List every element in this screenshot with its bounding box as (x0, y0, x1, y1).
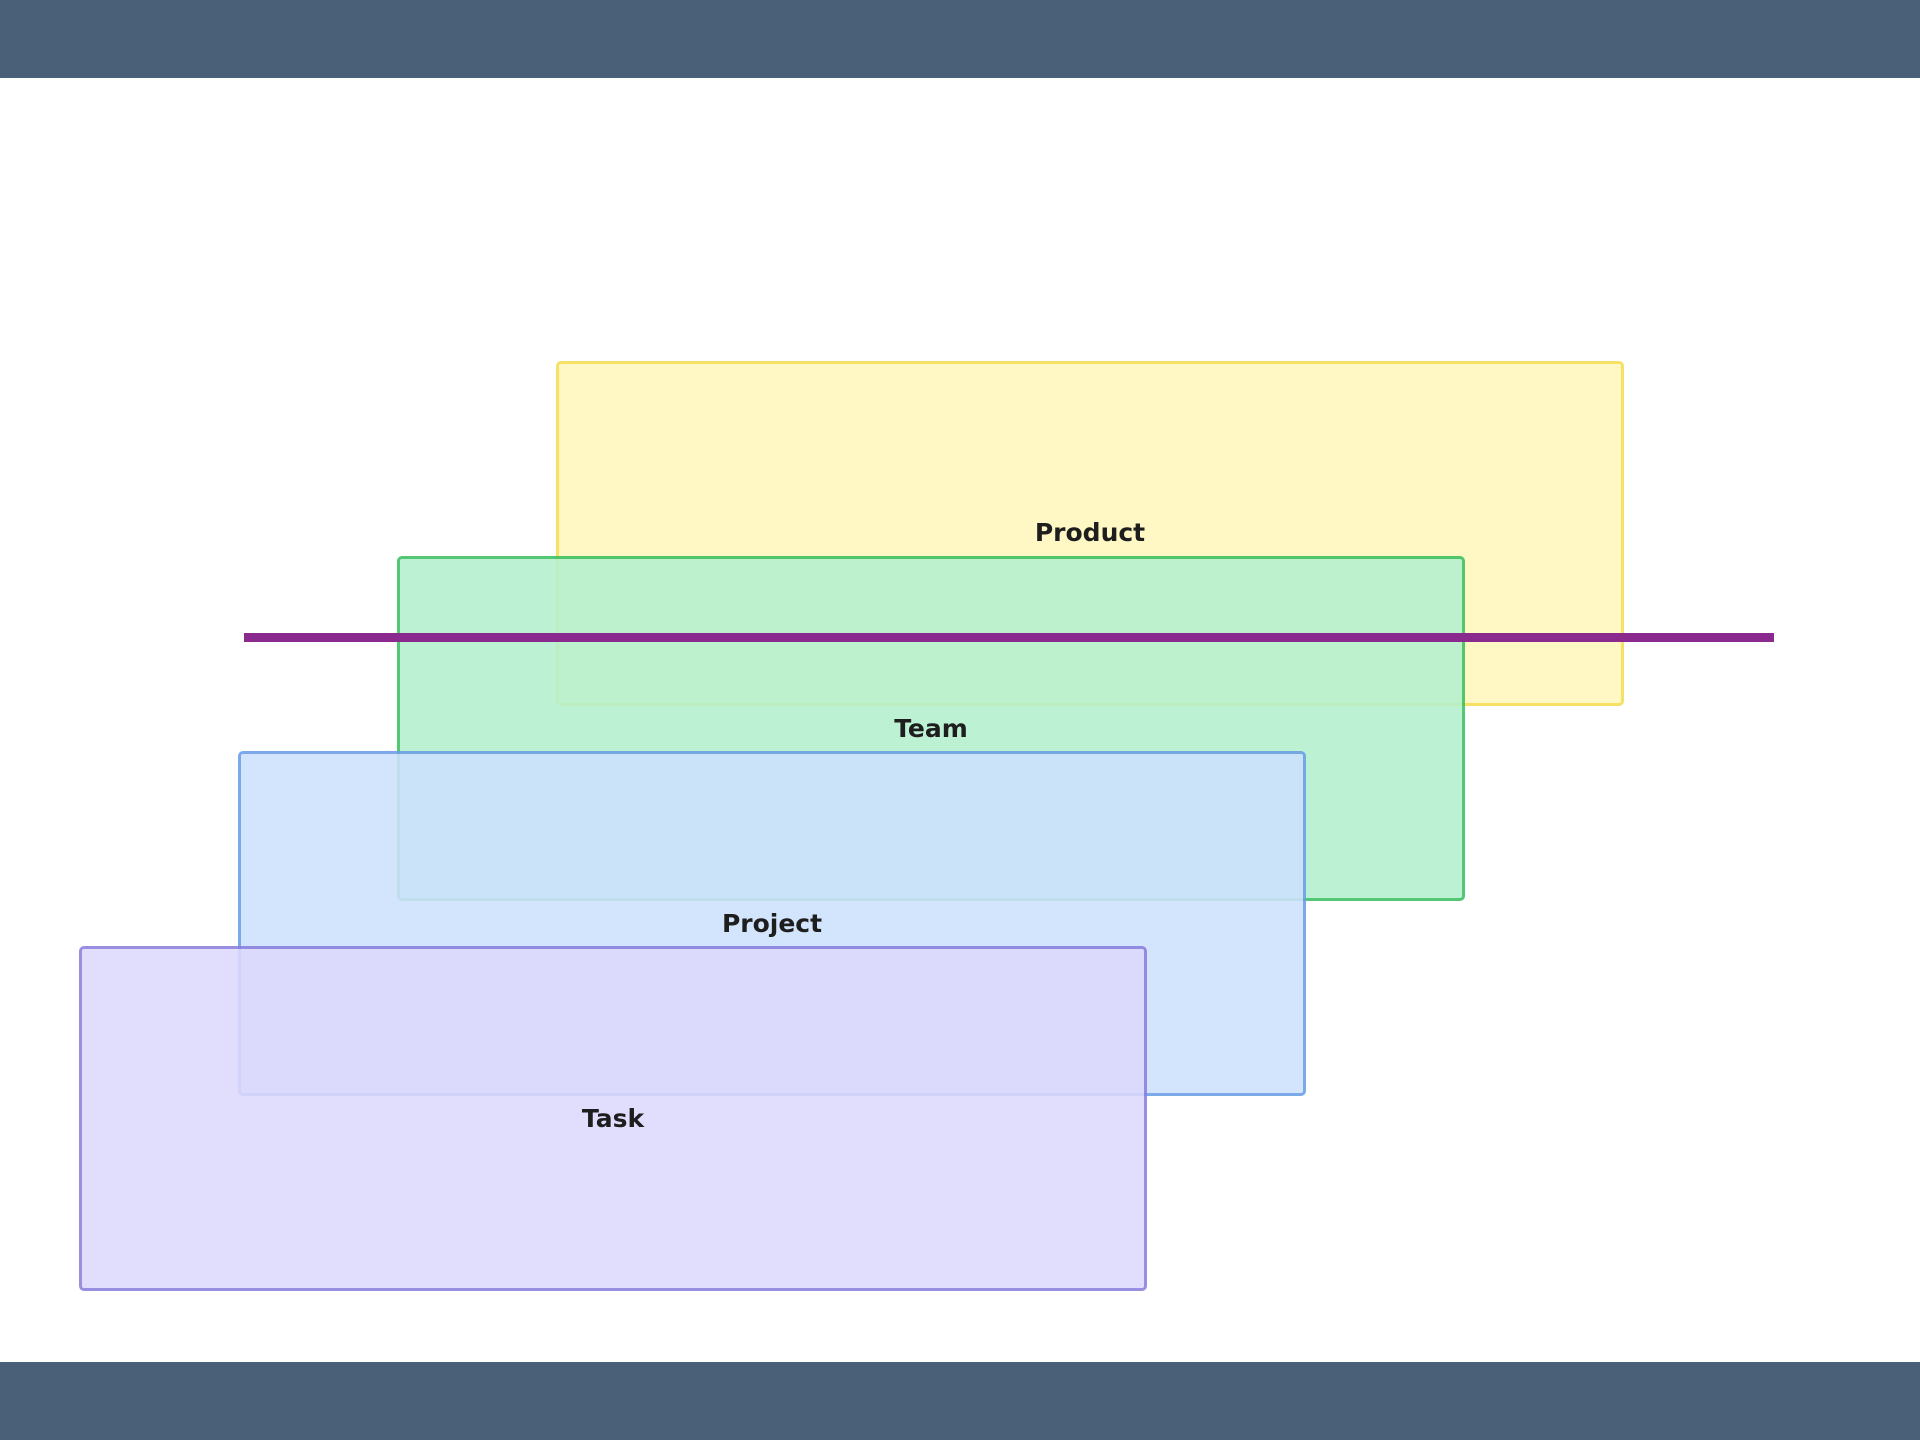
horizontal-divider-line (244, 633, 1774, 642)
layer-product-label: Product (1034, 518, 1146, 547)
top-band (0, 0, 1920, 78)
layer-task-label: Task (581, 1104, 645, 1133)
layer-team-label: Team (894, 714, 968, 743)
bottom-band (0, 1362, 1920, 1440)
layer-task-box (79, 946, 1147, 1291)
layer-project-label: Project (721, 909, 823, 938)
